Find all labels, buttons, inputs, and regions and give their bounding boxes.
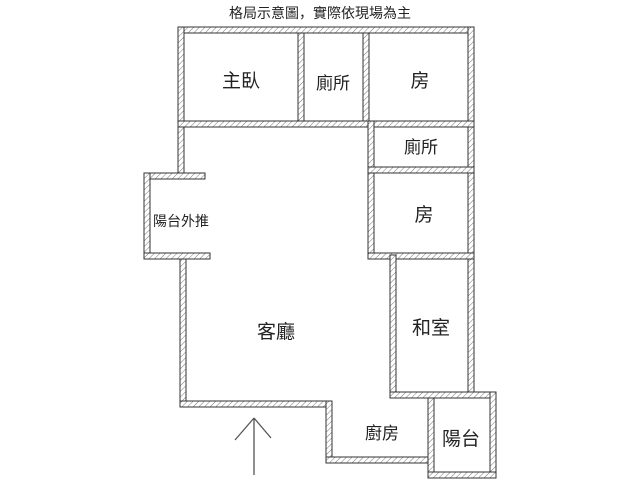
wall-partition-1 — [297, 32, 305, 125]
wall-japanese-bottom — [389, 391, 497, 399]
label-master-bedroom: 主臥 — [222, 70, 260, 92]
wall-balcony-ext-bottom — [143, 252, 211, 260]
label-toilet-top: 廁所 — [316, 73, 350, 94]
wall-right — [467, 26, 475, 399]
entrance-arrow-icon — [234, 417, 272, 475]
wall-partition-2 — [362, 32, 370, 125]
wall-toilet-bottom — [367, 166, 475, 174]
label-living-room: 客廳 — [257, 321, 295, 343]
wall-top — [177, 26, 475, 34]
wall-japanese-left — [389, 254, 397, 399]
wall-balcony-ext-left — [143, 172, 151, 260]
wall-middle-horizontal — [177, 120, 475, 128]
wall-left-upper — [177, 26, 185, 174]
label-japanese-room: 和室 — [412, 317, 450, 339]
wall-balcony-bottom — [427, 471, 497, 479]
label-toilet-right: 廁所 — [404, 137, 438, 158]
walls — [143, 26, 497, 479]
wall-right-column — [367, 120, 375, 259]
plan-title: 格局示意圖，實際依現場為主 — [229, 5, 411, 22]
wall-living-bottom — [179, 400, 333, 408]
label-balcony: 陽台 — [442, 428, 480, 450]
wall-balcony-ext-top — [143, 172, 206, 180]
label-room-top-right: 房 — [410, 70, 429, 92]
wall-kitchen-left — [325, 400, 333, 464]
label-balcony-extension: 陽台外推 — [153, 214, 209, 230]
wall-room-bottom — [367, 252, 475, 260]
wall-left-lower — [179, 258, 187, 408]
wall-balcony-left — [427, 397, 435, 479]
wall-balcony-right — [489, 391, 497, 479]
label-room-right: 房 — [414, 204, 433, 226]
wall-kitchen-bottom — [325, 456, 435, 464]
label-kitchen: 廚房 — [365, 423, 399, 444]
